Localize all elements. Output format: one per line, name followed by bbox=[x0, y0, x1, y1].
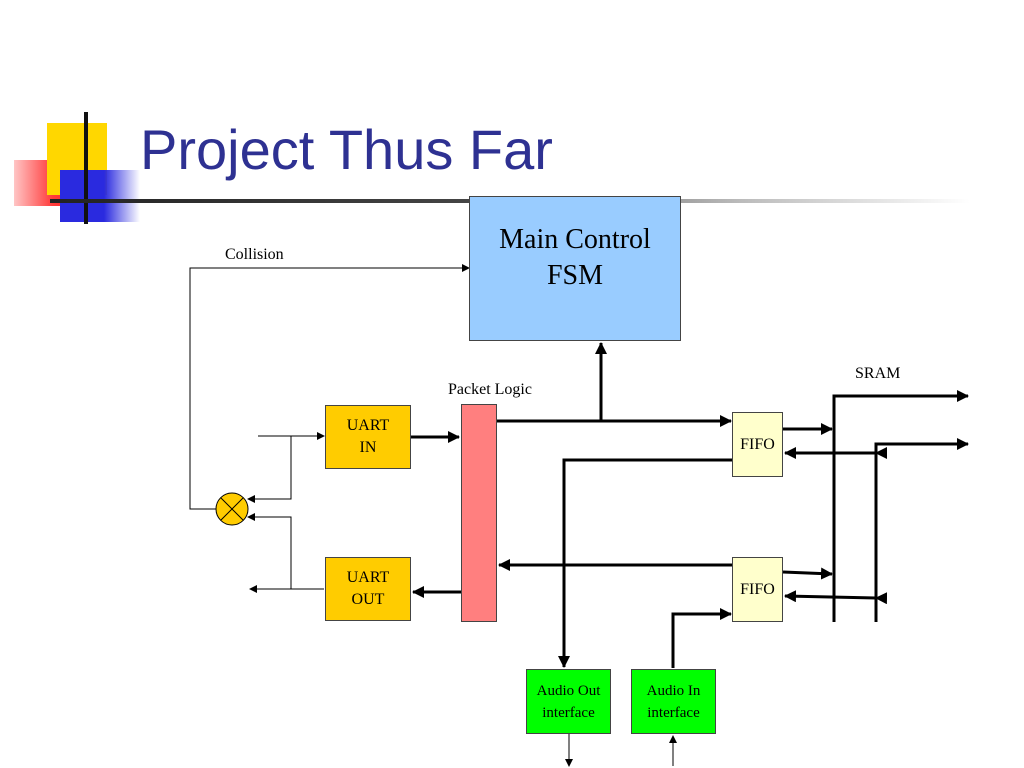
sram-label: SRAM bbox=[855, 365, 901, 382]
audio-in-box: Audio In interface bbox=[631, 669, 716, 734]
fifo-top-box: FIFO bbox=[732, 412, 783, 477]
uart-out-box: UART OUT bbox=[325, 557, 411, 621]
packet-logic-box bbox=[461, 404, 497, 622]
uart-in-to-mixer-wire bbox=[247, 436, 292, 503]
sram-to-fifo-bottom-wire bbox=[784, 590, 888, 605]
collision-label: Collision bbox=[225, 246, 284, 263]
uart-out-label: UART OUT bbox=[346, 569, 390, 608]
uart-in-box: UART IN bbox=[325, 405, 411, 469]
audio-in-label: Audio In interface bbox=[646, 682, 701, 721]
uart-out-to-mixer-wire bbox=[247, 513, 292, 589]
fifo-bottom-label: FIFO bbox=[740, 580, 775, 598]
packet-logic-label: Packet Logic bbox=[448, 381, 532, 398]
fifo-top-label: FIFO bbox=[740, 435, 775, 453]
slide-title: Project Thus Far bbox=[140, 118, 553, 181]
uart-in-label: UART IN bbox=[346, 417, 390, 456]
circle-x-icon bbox=[215, 492, 249, 526]
fifo-top-to-audio-out-wire bbox=[558, 458, 732, 668]
audio-out-label: Audio Out interface bbox=[536, 682, 601, 721]
audio-in-to-fifo-bottom-wire bbox=[671, 608, 732, 668]
decor-vertical-line bbox=[84, 112, 88, 224]
fifo-bottom-to-sram-wire bbox=[782, 567, 833, 580]
collision-wire bbox=[189, 264, 470, 510]
decor-blue-square bbox=[60, 170, 140, 222]
audio-out-box: Audio Out interface bbox=[526, 669, 611, 734]
fifo-bottom-box: FIFO bbox=[732, 557, 783, 622]
main-control-fsm-box: Main Control FSM bbox=[469, 196, 681, 341]
sram-bus-left bbox=[832, 390, 969, 622]
sram-bus-right bbox=[874, 438, 969, 622]
main-control-fsm-label: Main Control FSM bbox=[499, 223, 651, 291]
